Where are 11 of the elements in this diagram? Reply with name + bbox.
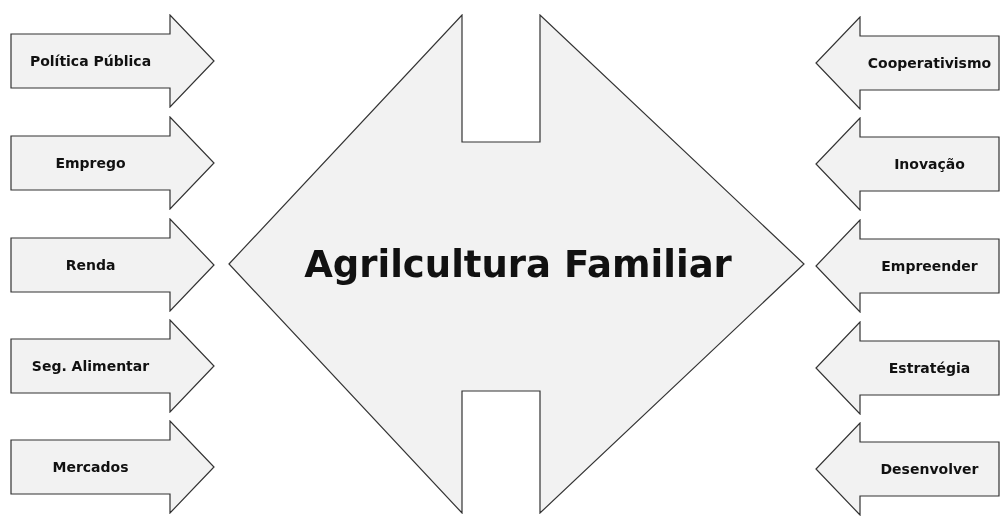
arrow-label: Estratégia [887, 359, 972, 378]
arrow-label: Inovação [893, 155, 966, 174]
arrow-label: Cooperativismo [866, 54, 993, 73]
arrow-label: Política Pública [28, 52, 153, 71]
arrow-label: Empreender [880, 257, 979, 276]
arrow-label: Mercados [51, 458, 130, 477]
title-text: Agrilcultura Familiar [303, 241, 733, 288]
arrow-label: Desenvolver [879, 460, 980, 479]
arrow-label: Seg. Alimentar [30, 357, 151, 376]
arrow-label: Emprego [54, 154, 127, 173]
arrow-label: Renda [64, 256, 117, 275]
